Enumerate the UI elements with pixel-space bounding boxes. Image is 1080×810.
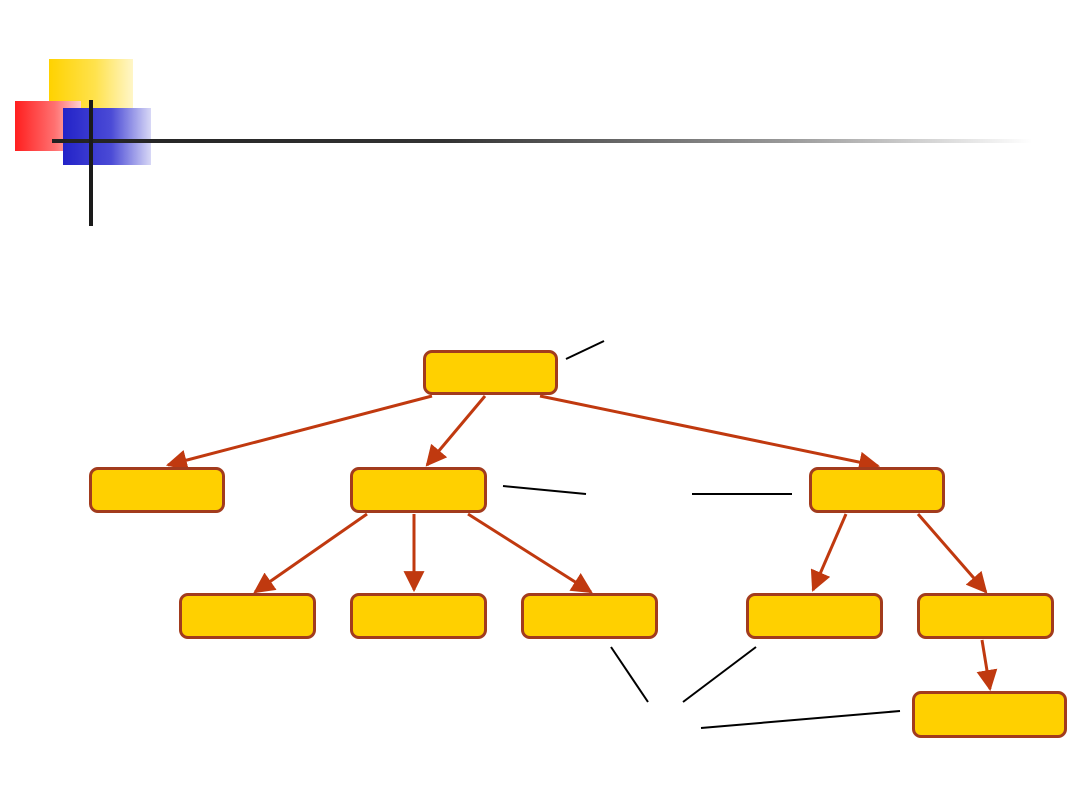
tree-node-grandchild-1	[179, 593, 316, 639]
edge-right-grandchild-5	[916, 513, 988, 594]
tree-node-child-right	[809, 467, 945, 513]
tree-node-grandchild-2	[350, 593, 487, 639]
edge-root-child-right	[539, 394, 881, 473]
tree-node-grandchild-3	[521, 593, 658, 639]
tree-node-child-left	[89, 467, 225, 513]
callout-line-leaf-1	[610, 646, 649, 703]
edge-middle-grandchild-3	[467, 512, 593, 594]
edge-grandchild-5-great-grandchild	[976, 639, 998, 692]
decor-yellow-square	[49, 59, 133, 108]
tree-node-child-middle	[350, 467, 487, 513]
callout-line-sibling-left	[502, 485, 587, 495]
edge-right-grandchild-4	[810, 513, 848, 592]
decor-blue-square	[63, 108, 151, 165]
callout-line-leaf-2	[682, 646, 757, 703]
callout-line-root	[565, 340, 605, 360]
edge-root-child-left	[165, 394, 433, 471]
edge-middle-grandchild-1	[253, 512, 368, 594]
title-rule-horizontal	[52, 139, 1032, 143]
tree-node-great-grandchild	[912, 691, 1067, 738]
callout-line-leaf-3	[700, 710, 901, 729]
edge-root-child-middle	[425, 395, 487, 467]
title-rule-vertical	[89, 100, 93, 226]
tree-node-grandchild-4	[746, 593, 883, 639]
tree-node-root	[423, 350, 558, 395]
tree-node-grandchild-5	[917, 593, 1054, 639]
